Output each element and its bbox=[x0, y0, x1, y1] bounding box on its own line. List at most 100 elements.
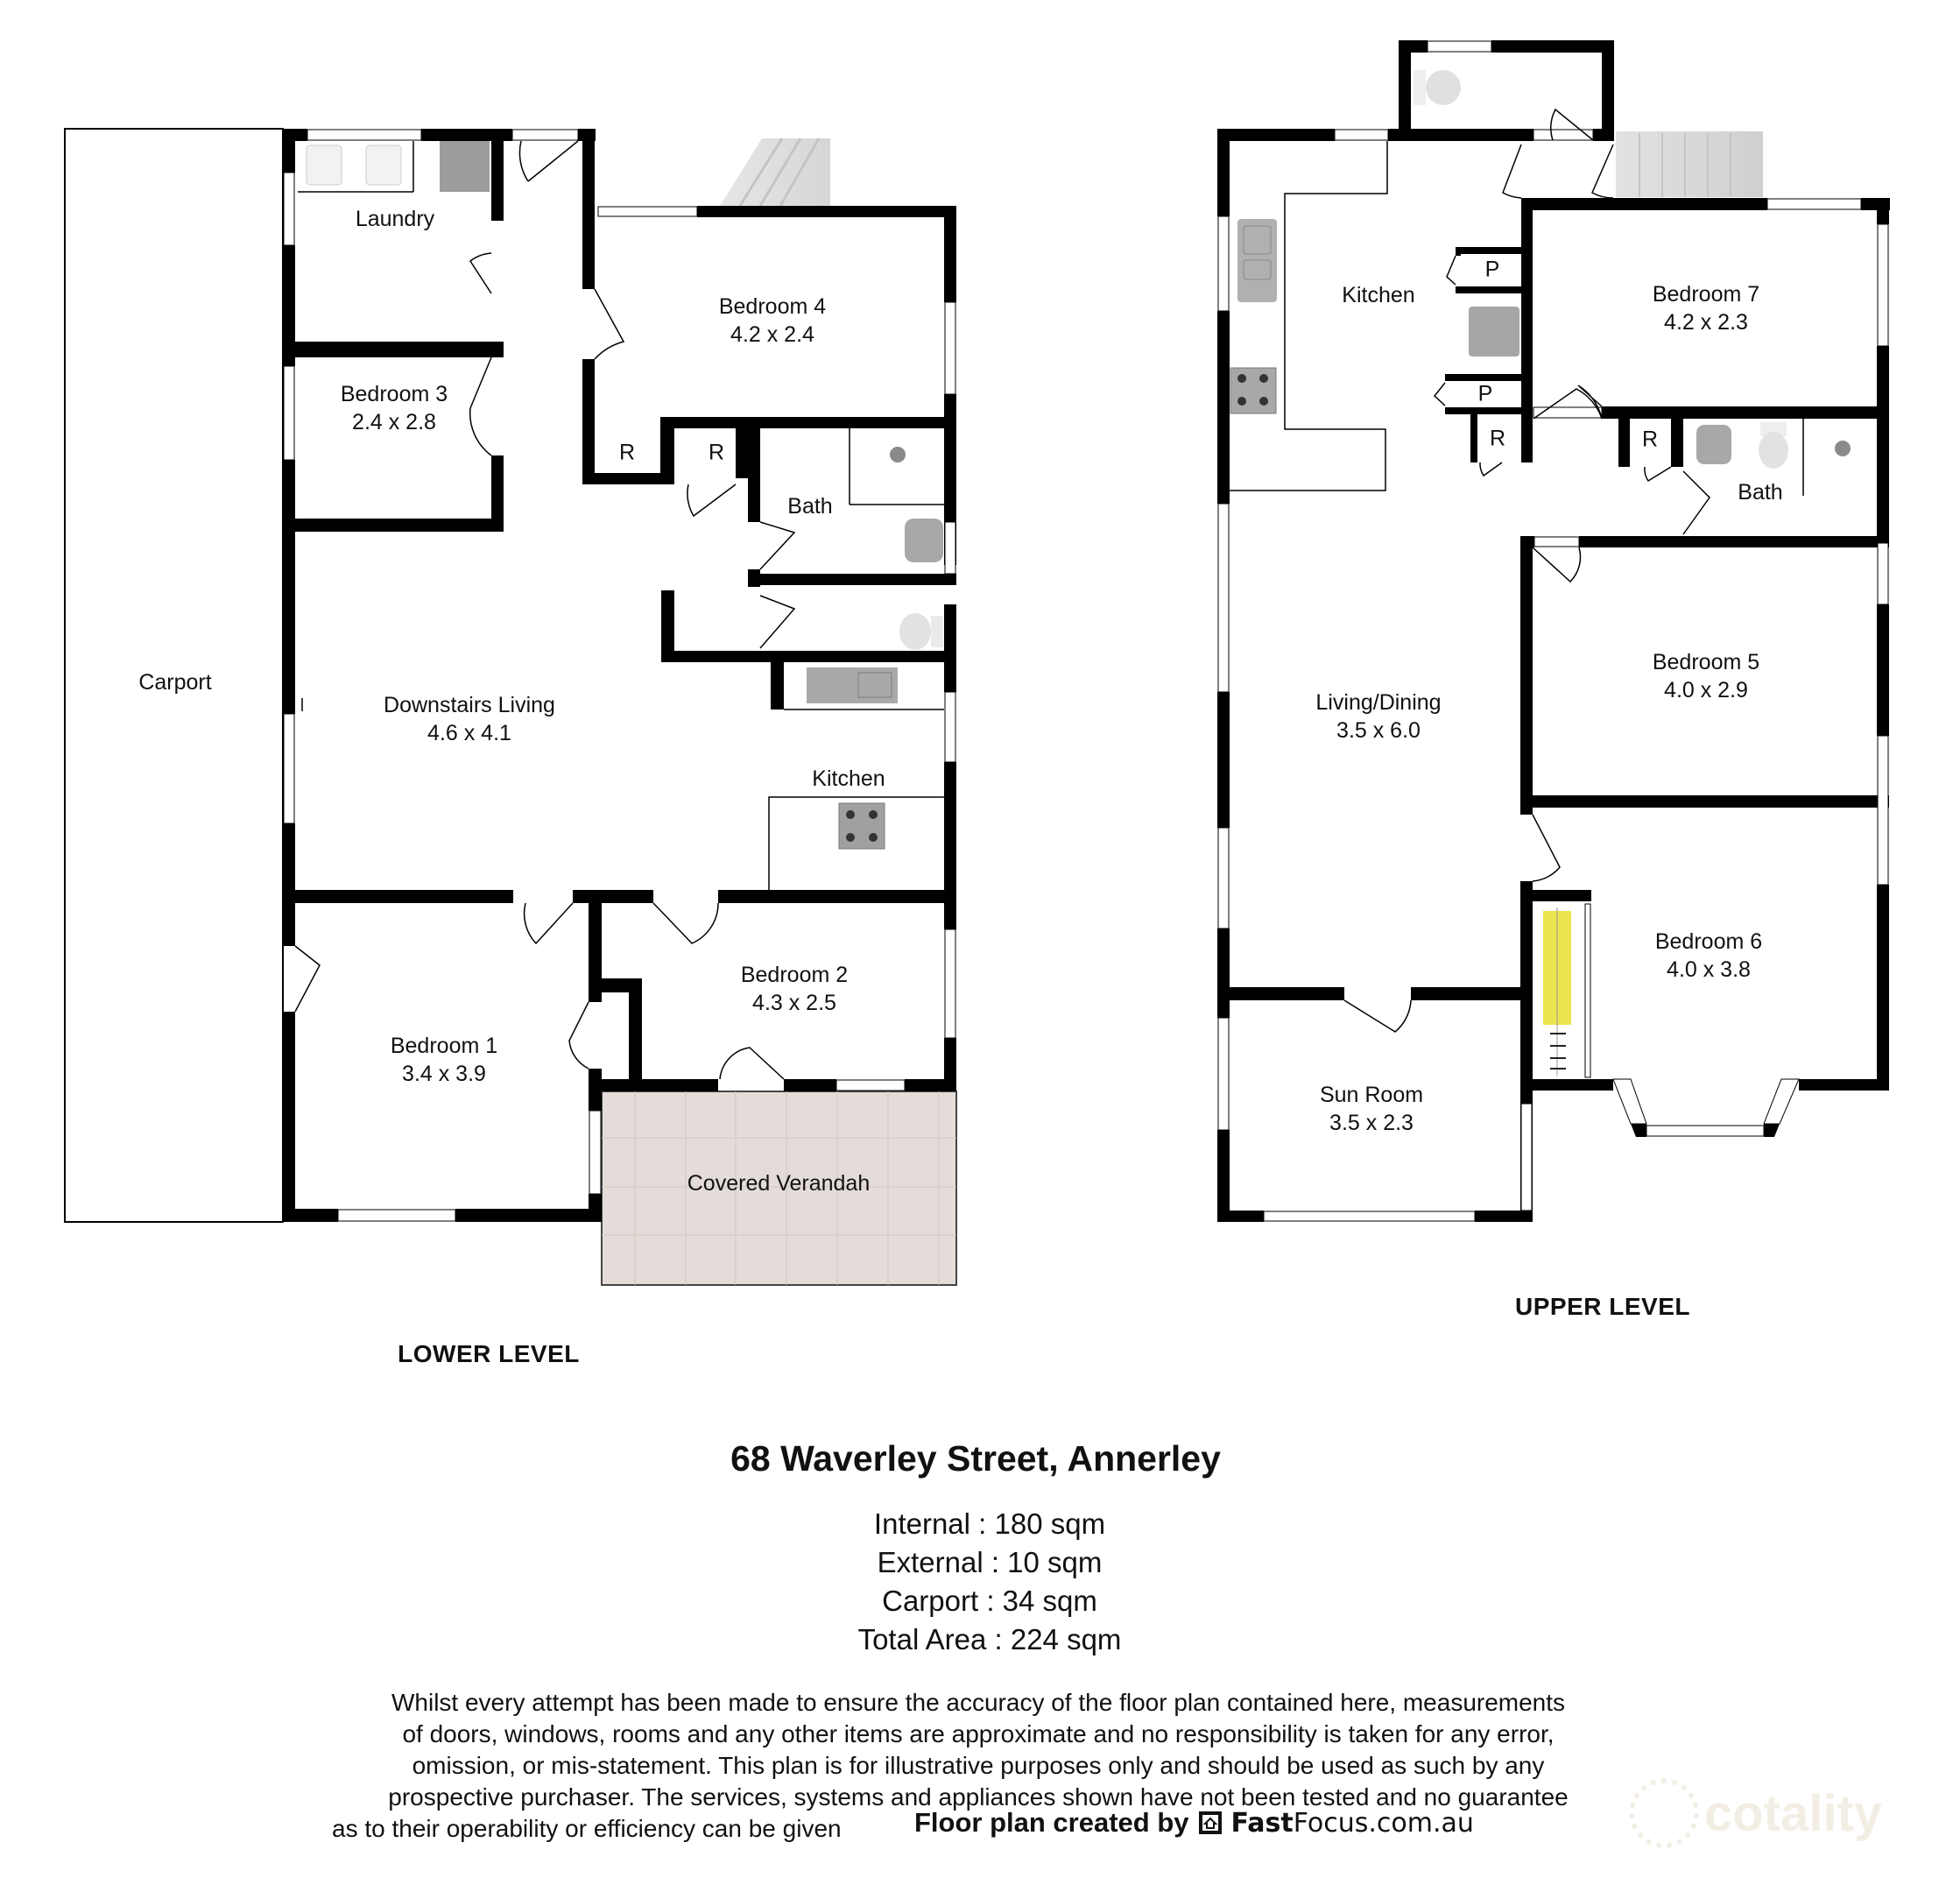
house-in-frame-icon bbox=[1198, 1811, 1222, 1834]
room-name: Bedroom 7 bbox=[1652, 282, 1760, 307]
area-internal: Internal : 180 sqm bbox=[873, 1507, 1106, 1540]
area-carport: Carport : 34 sqm bbox=[882, 1585, 1097, 1617]
cotality-watermark: cotality bbox=[1629, 1778, 1882, 1848]
wardrobe-clothes-icon bbox=[1543, 907, 1571, 1076]
toilet-icon bbox=[1426, 70, 1461, 105]
disclaimer-line: prospective purchaser. The services, sys… bbox=[388, 1783, 1569, 1811]
upper-walls bbox=[1217, 40, 1890, 1222]
area-total: Total Area : 224 sqm bbox=[857, 1623, 1122, 1656]
laundry-tub-icon bbox=[306, 145, 342, 186]
closet-label-r: R bbox=[618, 440, 636, 465]
room-label-living-dining: Living/Dining 3.5 x 6.0 bbox=[1315, 688, 1441, 745]
room-label-bedroom-7: Bedroom 7 4.2 x 2.3 bbox=[1653, 280, 1759, 336]
floor-plan-credit: Floor plan created by FastFocus.com.au bbox=[914, 1807, 1474, 1839]
room-label-bedroom-5: Bedroom 5 4.0 x 2.9 bbox=[1653, 648, 1759, 704]
room-dimensions: 4.0 x 2.9 bbox=[1664, 678, 1748, 702]
room-name: Kitchen bbox=[812, 766, 885, 791]
room-label-laundry: Laundry bbox=[356, 205, 434, 233]
room-name: Bedroom 3 bbox=[340, 382, 448, 406]
disclaimer-line: omission, or mis-statement. This plan is… bbox=[412, 1752, 1545, 1779]
room-dimensions: 4.6 x 4.1 bbox=[427, 721, 511, 745]
upper-level-plan bbox=[1217, 40, 1890, 1222]
room-dimensions: 4.2 x 2.4 bbox=[730, 322, 814, 347]
lower-fixtures bbox=[298, 141, 944, 891]
dotted-circle-icon bbox=[1629, 1778, 1699, 1848]
room-dimensions: 3.4 x 3.9 bbox=[402, 1062, 486, 1086]
room-label-bedroom-2: Bedroom 2 4.3 x 2.5 bbox=[741, 961, 848, 1017]
room-label-bedroom-3: Bedroom 3 2.4 x 2.8 bbox=[341, 380, 448, 436]
disclaimer-line: of doors, windows, rooms and any other i… bbox=[402, 1720, 1555, 1747]
disclaimer: Whilst every attempt has been made to en… bbox=[323, 1687, 1637, 1845]
fastfocus-brand: FastFocus.com.au bbox=[1231, 1808, 1474, 1839]
room-name: Kitchen bbox=[1342, 283, 1415, 307]
room-name: Living/Dining bbox=[1315, 690, 1442, 715]
room-name: Downstairs Living bbox=[384, 693, 555, 717]
room-label-kitchen: Kitchen bbox=[812, 765, 885, 793]
room-dimensions: 2.4 x 2.8 bbox=[352, 410, 436, 434]
basin-icon bbox=[905, 519, 943, 562]
room-label-upper-bath: Bath bbox=[1738, 478, 1782, 506]
shower-head-icon bbox=[890, 447, 906, 462]
toilet-cistern-icon bbox=[1414, 70, 1426, 105]
closet-label-r: R bbox=[708, 440, 725, 465]
disclaimer-line: Whilst every attempt has been made to en… bbox=[391, 1689, 1566, 1716]
basin-icon bbox=[1696, 425, 1731, 464]
room-label-upper-kitchen: Kitchen bbox=[1342, 281, 1414, 309]
cooktop-icon bbox=[1230, 367, 1277, 414]
room-label-bath: Bath bbox=[787, 492, 832, 520]
brand-suffix: .com.au bbox=[1368, 1807, 1474, 1839]
area-external: External : 10 sqm bbox=[877, 1546, 1103, 1578]
room-dimensions: 3.5 x 6.0 bbox=[1336, 718, 1421, 743]
room-dimensions: 3.5 x 2.3 bbox=[1329, 1111, 1414, 1135]
watermark-text: cotality bbox=[1704, 1784, 1883, 1842]
room-name: Bedroom 2 bbox=[740, 963, 849, 987]
room-name: Bath bbox=[1738, 480, 1783, 505]
shower-head-icon bbox=[1835, 441, 1851, 456]
toilet-icon bbox=[899, 613, 931, 650]
room-label-carport: Carport bbox=[138, 668, 211, 696]
washing-machine-icon bbox=[440, 141, 490, 192]
lower-stairs bbox=[720, 138, 830, 207]
closet-label-p: P bbox=[1484, 257, 1500, 282]
upper-fixtures bbox=[1230, 70, 1851, 1078]
fridge-icon bbox=[1469, 307, 1519, 357]
brand-bold: Fast bbox=[1230, 1807, 1294, 1839]
room-name: Bath bbox=[787, 494, 833, 519]
room-name: Carport bbox=[138, 670, 212, 695]
upper-level-title: UPPER LEVEL bbox=[1515, 1293, 1690, 1320]
lower-level-title: LOWER LEVEL bbox=[398, 1340, 580, 1367]
room-dimensions: 4.0 x 3.8 bbox=[1667, 957, 1751, 982]
room-label-bedroom-6: Bedroom 6 4.0 x 3.8 bbox=[1655, 928, 1762, 984]
verandah-floor bbox=[601, 1091, 957, 1286]
room-name: Bedroom 5 bbox=[1652, 650, 1760, 674]
room-name: Sun Room bbox=[1319, 1083, 1424, 1107]
credit-prefix: Floor plan created by bbox=[914, 1807, 1189, 1838]
toilet-cistern-icon bbox=[1760, 422, 1787, 436]
upper-windows bbox=[1217, 40, 1889, 1222]
room-name: Bedroom 6 bbox=[1654, 929, 1763, 954]
closet-label-p: P bbox=[1477, 381, 1493, 406]
lower-windows bbox=[283, 129, 956, 1222]
room-name: Bedroom 1 bbox=[390, 1034, 498, 1058]
room-name: Covered Verandah bbox=[687, 1171, 871, 1196]
closet-label-r: R bbox=[1641, 427, 1659, 452]
upper-doors bbox=[1343, 108, 1710, 1033]
toilet-cistern-icon bbox=[931, 616, 943, 647]
room-label-bedroom-4: Bedroom 4 4.2 x 2.4 bbox=[719, 293, 826, 349]
room-dimensions: 4.2 x 2.3 bbox=[1664, 310, 1748, 335]
upper-stairs bbox=[1616, 131, 1763, 197]
area-summary: Internal : 180 sqm External : 10 sqm Car… bbox=[858, 1505, 1122, 1659]
disclaimer-line: as to their operability or efficiency ca… bbox=[332, 1815, 842, 1842]
room-label-covered-verandah: Covered Verandah bbox=[687, 1169, 870, 1197]
closet-label-r: R bbox=[1489, 426, 1506, 451]
room-dimensions: 4.3 x 2.5 bbox=[752, 991, 836, 1015]
room-label-sun-room: Sun Room 3.5 x 2.3 bbox=[1320, 1081, 1423, 1137]
laundry-tub-icon bbox=[365, 145, 402, 186]
room-label-downstairs-living: Downstairs Living 4.6 x 4.1 bbox=[384, 691, 555, 747]
toilet-icon bbox=[1759, 432, 1788, 469]
lower-walls bbox=[283, 129, 956, 1222]
room-name: Laundry bbox=[355, 207, 435, 231]
lower-level-plan bbox=[64, 128, 957, 1286]
cooktop-icon bbox=[838, 802, 885, 850]
room-label-bedroom-1: Bedroom 1 3.4 x 3.9 bbox=[391, 1032, 497, 1088]
